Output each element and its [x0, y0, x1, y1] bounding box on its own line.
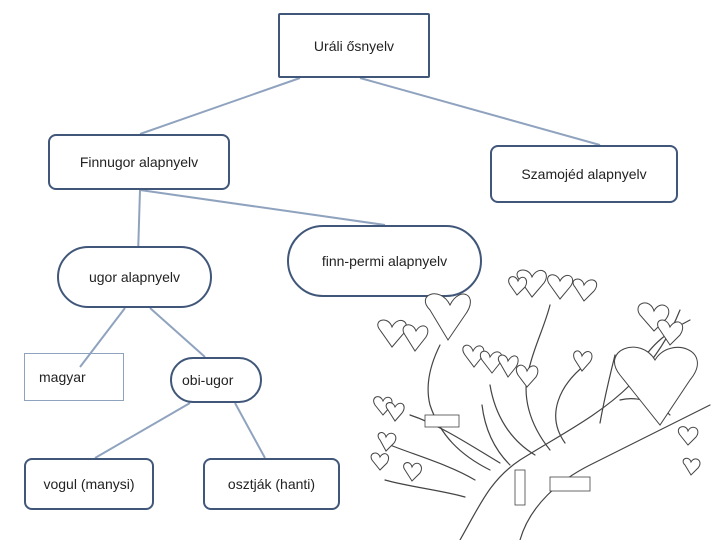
node-obiugor: obi-ugor: [170, 357, 262, 403]
tree-leaf: [614, 346, 698, 426]
tree-trunk: [459, 309, 681, 540]
node-ugor: ugor alapnyelv: [57, 246, 212, 308]
tree-branch: [389, 444, 476, 481]
node-ural-label: Uráli ősnyelv: [313, 37, 395, 54]
tree-leaf: [508, 276, 528, 296]
tree-leaf: [573, 350, 593, 372]
tree-trunk-right: [519, 404, 711, 540]
tree-branch: [555, 364, 586, 444]
tree-leaf: [547, 274, 574, 300]
tree-leaf: [572, 278, 598, 302]
tree-leaf: [424, 293, 471, 341]
node-obiugor-label: obi-ugor: [182, 372, 234, 388]
tree-leaf: [385, 402, 405, 422]
edge-finnugor-ugor: [137, 189, 141, 256]
tree-branch: [427, 344, 491, 471]
tree-leaf: [682, 457, 701, 476]
tree-branch: [489, 384, 536, 456]
node-osztjak-label: osztják (hanti): [227, 476, 316, 492]
tree-label-box: [514, 469, 526, 506]
tree-branch: [384, 479, 466, 498]
edge-ugor-obiugor: [149, 307, 206, 358]
node-finnpermi: finn-permi alapnyelv: [287, 225, 482, 297]
tree-leaf: [370, 452, 390, 471]
tree-leaf: [377, 319, 407, 348]
tree-leaf: [516, 269, 547, 298]
edge-obiugor-vogul: [94, 402, 191, 459]
edge-ural-szamojed: [359, 77, 601, 146]
node-ural: Uráli ősnyelv: [278, 13, 430, 78]
node-vogul-label: vogul (manysi): [43, 476, 135, 492]
node-ugor-label: ugor alapnyelv: [88, 269, 181, 285]
tree-leaf: [479, 350, 503, 374]
tree-branch: [525, 304, 551, 451]
tree-branch: [481, 404, 511, 466]
edge-ural-finnugor: [139, 77, 301, 135]
node-magyar-label: magyar: [39, 369, 86, 385]
tree-leaf: [403, 462, 422, 482]
edge-obiugor-osztjak: [234, 402, 266, 459]
tree-label-box: [549, 476, 591, 492]
node-vogul: vogul (manysi): [24, 458, 154, 510]
node-finnugor: Finnugor alapnyelv: [48, 134, 230, 190]
node-finnugor-label: Finnugor alapnyelv: [79, 154, 199, 170]
node-magyar: magyar: [24, 353, 124, 401]
tree-label-box: [424, 414, 460, 428]
tree-leaf: [497, 354, 519, 378]
language-tree-illustration: [370, 269, 711, 540]
tree-leaf: [377, 432, 397, 452]
tree-leaf: [677, 426, 699, 446]
tree-branch: [599, 354, 616, 424]
tree-leaf: [402, 324, 429, 352]
tree-leaf: [515, 364, 539, 388]
node-szamojed: Szamojéd alapnyelv: [490, 145, 678, 203]
tree-leaf: [637, 302, 670, 332]
node-szamojed-label: Szamojéd alapnyelv: [521, 166, 647, 182]
tree-leaf: [657, 319, 684, 346]
node-finnpermi-label: finn-permi alapnyelv: [321, 253, 448, 269]
edge-finnugor-finnpermi: [139, 189, 386, 226]
edge-ugor-magyar: [79, 307, 126, 368]
tree-branch: [409, 414, 501, 464]
node-osztjak: osztják (hanti): [203, 458, 340, 510]
